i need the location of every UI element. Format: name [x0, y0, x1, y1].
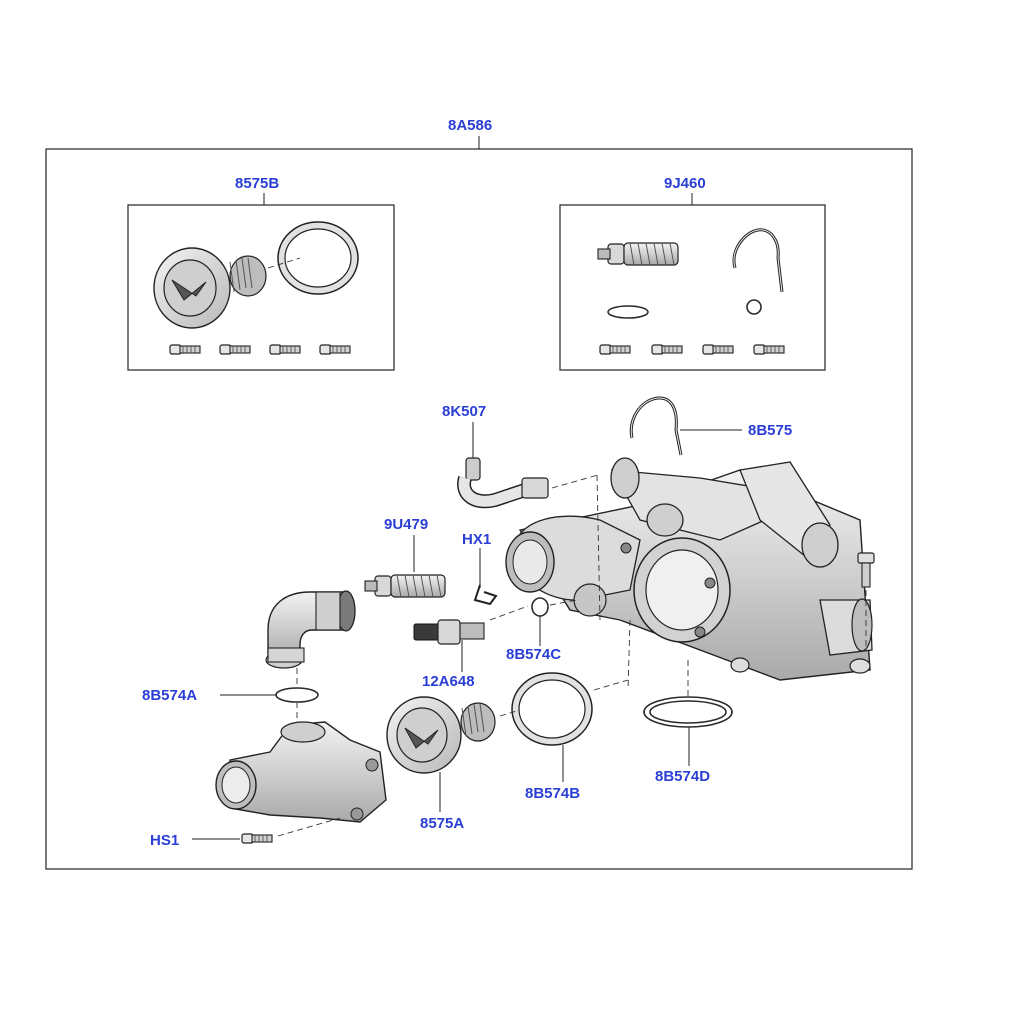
label-hs1[interactable]: HS1: [150, 832, 180, 849]
label-9u479[interactable]: 9U479: [384, 516, 429, 533]
kit-seal-ring-icon: [267, 221, 359, 295]
sensor-12a648-icon: [413, 605, 529, 672]
housing-bolt-icon: [857, 552, 875, 650]
label-8575a[interactable]: 8575A: [420, 815, 465, 832]
label-kit-thermostat[interactable]: 8575B: [235, 175, 280, 192]
seal-8b574a-icon: [220, 668, 319, 724]
thermostat-kit-box: [127, 193, 395, 371]
label-8b574b[interactable]: 8B574B: [525, 785, 581, 802]
label-8b574c[interactable]: 8B574C: [506, 646, 562, 663]
label-hx1[interactable]: HX1: [462, 531, 492, 548]
elbow-connector-icon: [265, 590, 356, 669]
label-8k507[interactable]: 8K507: [442, 403, 487, 420]
label-12a648[interactable]: 12A648: [422, 673, 475, 690]
sensor-kit-box: [559, 193, 826, 371]
seal-8b574b-icon: [499, 672, 629, 782]
thermostat-8575a-icon: [386, 696, 496, 812]
kit-sensor-icon: [597, 242, 679, 266]
clip-hx1-icon: [473, 548, 498, 606]
outlet-housing-icon: [215, 721, 387, 823]
guide-line: [596, 474, 601, 621]
kit-bolts-icon: [169, 344, 351, 355]
label-kit-sensor[interactable]: 9J460: [664, 175, 706, 192]
label-8b574a[interactable]: 8B574A: [142, 687, 198, 704]
label-assembly[interactable]: 8A586: [448, 117, 493, 134]
kit-thermostat-icon: [153, 247, 267, 329]
label-8b575[interactable]: 8B575: [748, 422, 793, 439]
bolt-hs1-icon: [192, 817, 341, 844]
guide-line: [627, 619, 631, 691]
sensor-8k507-icon: [457, 422, 599, 509]
seal-8b574c-icon: [531, 597, 579, 646]
label-8b574d[interactable]: 8B574D: [655, 768, 711, 785]
thermostat-housing: [505, 457, 873, 681]
sensor-9u479-icon: [364, 535, 446, 598]
clip-8b575-icon: [629, 396, 742, 456]
kit-oring-icon: [607, 305, 649, 319]
seal-8b574d-icon: [643, 660, 733, 766]
kit-washer-icon: [746, 299, 762, 315]
